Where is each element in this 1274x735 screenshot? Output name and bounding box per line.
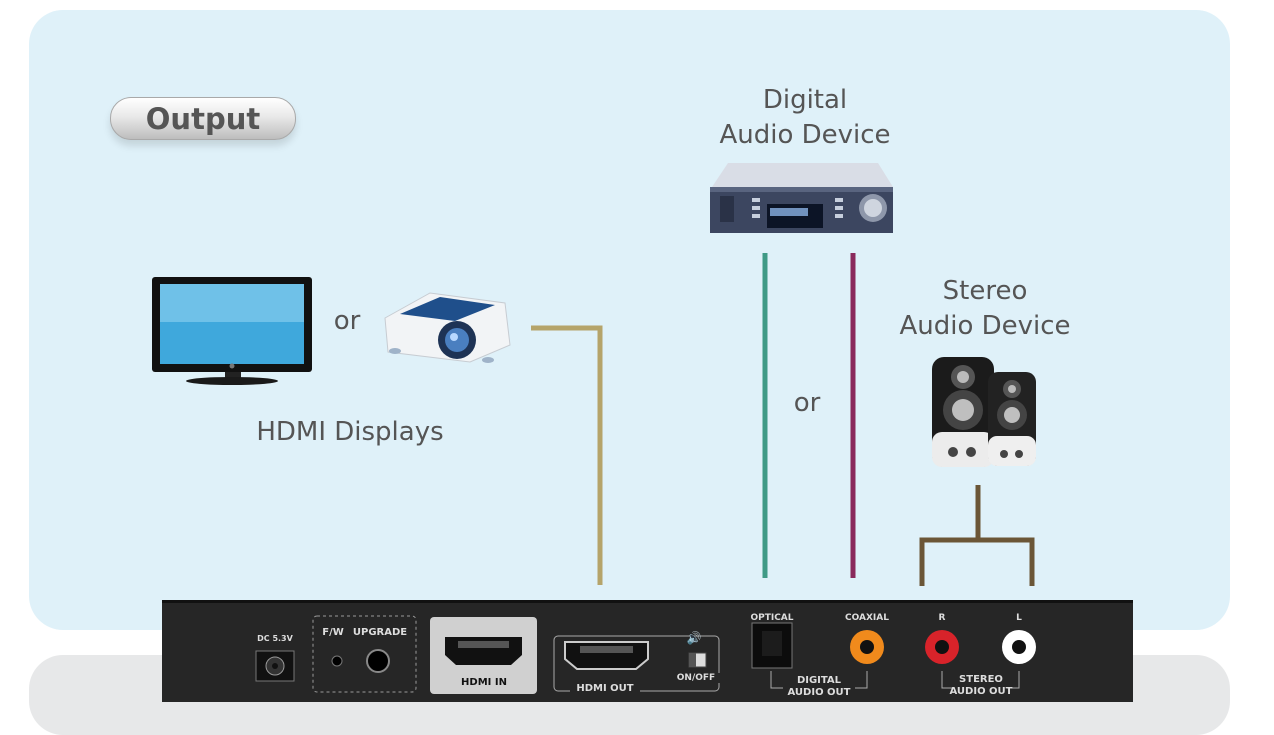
fw-label: F/W [322,627,344,638]
projector-icon [384,292,511,363]
output-section-label: Output [110,97,296,140]
coaxial-label: COAXIAL [845,613,889,623]
or-display-label: or [333,306,361,336]
or-audio-label: or [793,388,821,418]
stereo-audio-label-line1: Stereo [942,276,1028,306]
hdmi-in-label: HDMI IN [461,677,507,688]
upgrade-label: UPGRADE [352,627,408,638]
dc-label: DC 5.3V [257,634,293,643]
stereo-audio-device-label: Stereo Audio Device [880,274,1090,344]
device-back-panel: DC 5.3V F/W UPGRADE HDMI IN HDMI OUT ON/… [162,600,1133,702]
stereo-audio-out-line1: STEREO [959,674,1003,685]
digital-audio-label-line2: Audio Device [719,120,891,150]
diagram-graphics [152,163,1036,586]
optical-label: OPTICAL [750,613,794,623]
speaker-icon: 🔊 [686,631,702,645]
stereo-audio-label-line2: Audio Device [899,311,1071,341]
stereo-audio-out-line2: AUDIO OUT [949,686,1013,697]
stereo-audio-out-label: STEREO AUDIO OUT [942,674,1020,698]
r-label: R [938,613,946,623]
hdmi-out-label: HDMI OUT [570,683,640,694]
stereo-cable-branch [978,537,1035,586]
stereo-cable [919,485,981,586]
hdmi-displays-label: HDMI Displays [256,417,444,447]
device-panel-graphics [255,615,1036,694]
l-label: L [1016,613,1022,623]
on-off-label: ON/OFF [671,673,721,683]
digital-audio-device-label: Digital Audio Device [700,83,910,153]
digital-audio-out-label: DIGITAL AUDIO OUT [780,675,858,699]
stereo-speakers-icon [932,357,1036,467]
tv-icon [152,277,312,385]
digital-audio-label-line1: Digital [762,85,848,115]
digital-audio-device-icon [710,163,893,233]
hdmi-cable [531,325,603,585]
digital-audio-out-line2: AUDIO OUT [787,687,851,698]
digital-audio-out-line1: DIGITAL [796,675,842,686]
